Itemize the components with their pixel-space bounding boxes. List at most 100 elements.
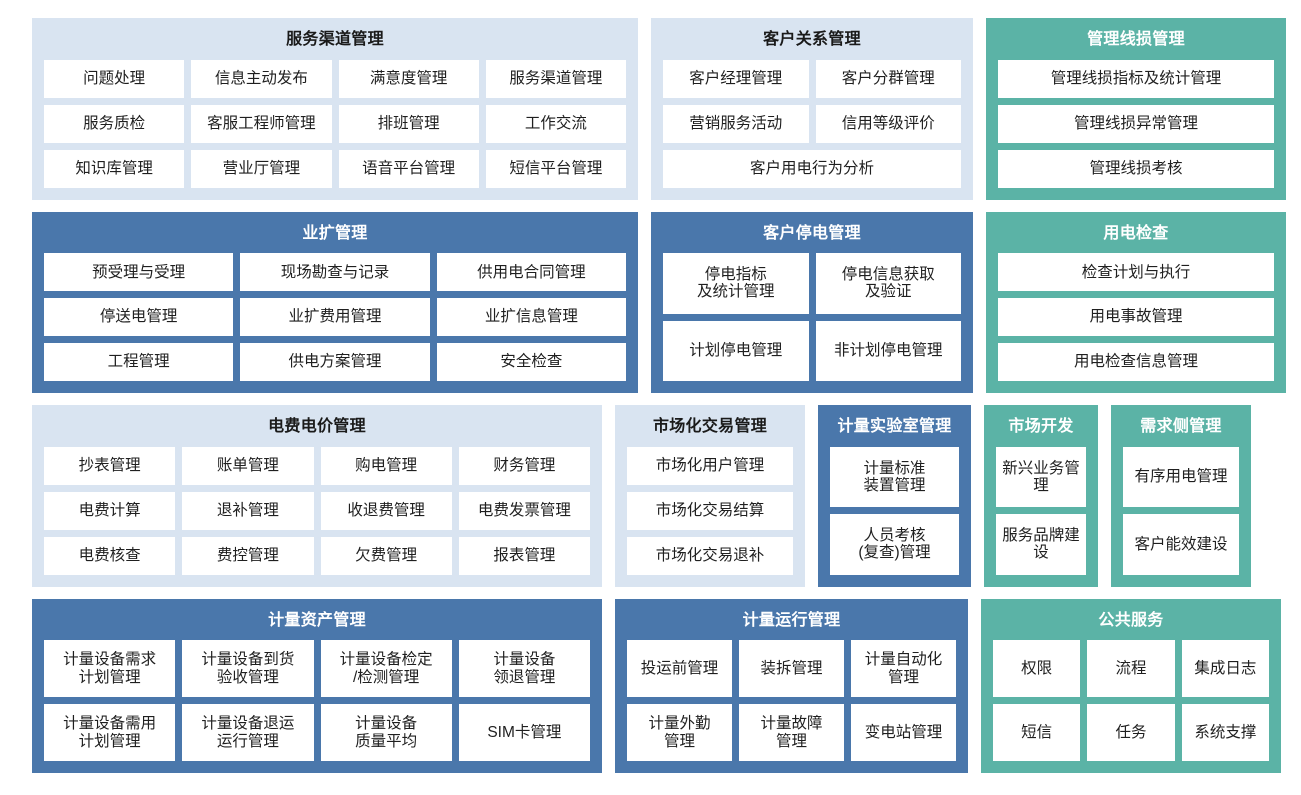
tile-item[interactable]: 账单管理 xyxy=(182,446,314,485)
tile-item[interactable]: 计量故障 管理 xyxy=(739,704,844,762)
tile-item[interactable]: 问题处理 xyxy=(44,59,185,98)
tile-row: 短信 任务 系统支撑 xyxy=(993,704,1269,762)
tile-item[interactable]: 满意度管理 xyxy=(338,59,479,98)
tile-item[interactable]: 工程管理 xyxy=(44,343,234,382)
tile-item[interactable]: 任务 xyxy=(1087,704,1175,762)
tile-item[interactable]: 供用电合同管理 xyxy=(436,253,626,292)
tile-item[interactable]: 人员考核 (复查)管理 xyxy=(830,514,959,575)
band-2: 业扩管理 预受理与受理 现场勘查与记录 供用电合同管理 停送电管理 业扩费用管理… xyxy=(32,211,1286,393)
tile-item[interactable]: 现场勘查与记录 xyxy=(240,253,430,292)
tile-item[interactable]: 集成日志 xyxy=(1181,640,1269,698)
tile-item[interactable]: 停送电管理 xyxy=(44,298,234,337)
tile-item[interactable]: 语音平台管理 xyxy=(338,149,479,188)
tile-item[interactable]: 财务管理 xyxy=(458,446,590,485)
panel-title: 计量运行管理 xyxy=(742,611,841,629)
panel-title: 市场化交易管理 xyxy=(652,418,768,435)
tile-item[interactable]: 电费计算 xyxy=(44,491,176,530)
tile-item[interactable]: 欠费管理 xyxy=(320,536,452,575)
tile-item[interactable]: 停电指标 及统计管理 xyxy=(663,253,809,314)
tile-row: 计划停电管理 非计划停电管理 xyxy=(663,320,961,382)
tile-row: 新兴业务管理 xyxy=(996,446,1086,508)
tile-item[interactable]: 短信平台管理 xyxy=(485,149,626,188)
tile-item[interactable]: 收退费管理 xyxy=(320,491,452,530)
tile-item[interactable]: 信用等级评价 xyxy=(815,104,961,143)
tile-row: 客户经理管理 客户分群管理 xyxy=(663,59,961,98)
panel-metering-asset-management: 计量资产管理 计量设备需求 计划管理 计量设备到货 验收管理 计量设备检定 /检… xyxy=(32,598,602,773)
tile-item[interactable]: 安全检查 xyxy=(436,343,626,382)
tile-item[interactable]: 预受理与受理 xyxy=(44,253,234,292)
tile-item[interactable]: 检查计划与执行 xyxy=(998,253,1274,292)
panel-title: 客户关系管理 xyxy=(763,31,861,48)
tile-item[interactable]: 市场化交易退补 xyxy=(627,536,793,575)
tile-item[interactable]: 电费核查 xyxy=(44,536,176,575)
tile-item[interactable]: 市场化交易结算 xyxy=(627,491,793,530)
tile-item[interactable]: 计量设备到货 验收管理 xyxy=(182,640,314,698)
tile-item[interactable]: 电费发票管理 xyxy=(458,491,590,530)
tile-item[interactable]: 退补管理 xyxy=(182,491,314,530)
tile-grid: 投运前管理 装拆管理 计量自动化 管理 计量外勤 管理 计量故障 管理 变电站管… xyxy=(627,640,956,762)
tile-item[interactable]: 计量设备 领退管理 xyxy=(458,640,590,698)
tile-row: 计量外勤 管理 计量故障 管理 变电站管理 xyxy=(627,704,956,762)
tile-item[interactable]: 计量设备 质量平均 xyxy=(320,704,452,762)
tile-item[interactable]: 业扩信息管理 xyxy=(436,298,626,337)
tile-item[interactable]: 业扩费用管理 xyxy=(240,298,430,337)
tile-item[interactable]: 客户经理管理 xyxy=(663,59,809,98)
tile-item[interactable]: 客户能效建设 xyxy=(1123,514,1239,575)
tile-item[interactable]: 计量自动化 管理 xyxy=(851,640,956,698)
tile-item[interactable]: 营业厅管理 xyxy=(191,149,332,188)
tile-item[interactable]: 变电站管理 xyxy=(851,704,956,762)
tile-item[interactable]: 计量标准 装置管理 xyxy=(830,446,959,508)
tile-row: 权限 流程 集成日志 xyxy=(993,640,1269,698)
tile-item[interactable]: 管理线损异常管理 xyxy=(998,104,1274,143)
tile-item[interactable]: 停电信息获取 及验证 xyxy=(815,253,961,314)
panel-title: 计量资产管理 xyxy=(268,611,366,629)
tile-item[interactable]: 装拆管理 xyxy=(739,640,844,698)
tile-item[interactable]: 短信 xyxy=(993,704,1081,762)
tile-item[interactable]: 供电方案管理 xyxy=(240,343,430,382)
tile-item[interactable]: 购电管理 xyxy=(320,446,452,485)
tile-item[interactable]: 计量设备需求 计划管理 xyxy=(44,640,176,698)
tile-item[interactable]: SIM卡管理 xyxy=(458,704,590,762)
tile-item[interactable]: 服务质检 xyxy=(44,104,185,143)
tile-item[interactable]: 计量设备退运 运行管理 xyxy=(182,704,314,762)
tile-item[interactable]: 工作交流 xyxy=(485,104,626,143)
panel-title: 公共服务 xyxy=(1098,611,1164,629)
tile-item[interactable]: 客服工程师管理 xyxy=(191,104,332,143)
tile-row: 投运前管理 装拆管理 计量自动化 管理 xyxy=(627,640,956,698)
tile-item[interactable]: 客户用电行为分析 xyxy=(663,149,961,188)
tile-item[interactable]: 信息主动发布 xyxy=(191,59,332,98)
tile-row: 服务质检 客服工程师管理 排班管理 工作交流 xyxy=(44,104,626,143)
tile-row: 营销服务活动 信用等级评价 xyxy=(663,104,961,143)
tile-row: 计量设备需求 计划管理 计量设备到货 验收管理 计量设备检定 /检测管理 计量设… xyxy=(44,640,590,698)
tile-item[interactable]: 计划停电管理 xyxy=(663,320,809,382)
tile-item[interactable]: 系统支撑 xyxy=(1181,704,1269,762)
tile-row: 市场化交易退补 xyxy=(627,536,793,575)
tile-item[interactable]: 客户分群管理 xyxy=(815,59,961,98)
tile-item[interactable]: 投运前管理 xyxy=(627,640,732,698)
tile-item[interactable]: 计量外勤 管理 xyxy=(627,704,732,762)
tile-item[interactable]: 营销服务活动 xyxy=(663,104,809,143)
panel-market-development: 市场开发 新兴业务管理 服务品牌建设 xyxy=(984,405,1098,587)
tile-item[interactable]: 服务渠道管理 xyxy=(485,59,626,98)
tile-item[interactable]: 知识库管理 xyxy=(44,149,185,188)
tile-item[interactable]: 费控管理 xyxy=(182,536,314,575)
tile-item[interactable]: 管理线损考核 xyxy=(998,149,1274,188)
tile-item[interactable]: 权限 xyxy=(993,640,1081,698)
tile-item[interactable]: 流程 xyxy=(1087,640,1175,698)
tile-item[interactable]: 用电事故管理 xyxy=(998,298,1274,337)
tile-item[interactable]: 服务品牌建设 xyxy=(996,514,1086,575)
tile-item[interactable]: 计量设备需用 计划管理 xyxy=(44,704,176,762)
tile-item[interactable]: 市场化用户管理 xyxy=(627,446,793,485)
tile-item[interactable]: 排班管理 xyxy=(338,104,479,143)
tile-row: 市场化用户管理 xyxy=(627,446,793,485)
tile-item[interactable]: 有序用电管理 xyxy=(1123,446,1239,508)
tile-grid: 有序用电管理 客户能效建设 xyxy=(1123,446,1239,575)
tile-item[interactable]: 抄表管理 xyxy=(44,446,176,485)
tile-item[interactable]: 新兴业务管理 xyxy=(996,446,1086,508)
tile-item[interactable]: 计量设备检定 /检测管理 xyxy=(320,640,452,698)
tile-item[interactable]: 报表管理 xyxy=(458,536,590,575)
tile-item[interactable]: 用电检查信息管理 xyxy=(998,343,1274,382)
tile-item[interactable]: 管理线损指标及统计管理 xyxy=(998,59,1274,98)
tile-item[interactable]: 非计划停电管理 xyxy=(815,320,961,382)
